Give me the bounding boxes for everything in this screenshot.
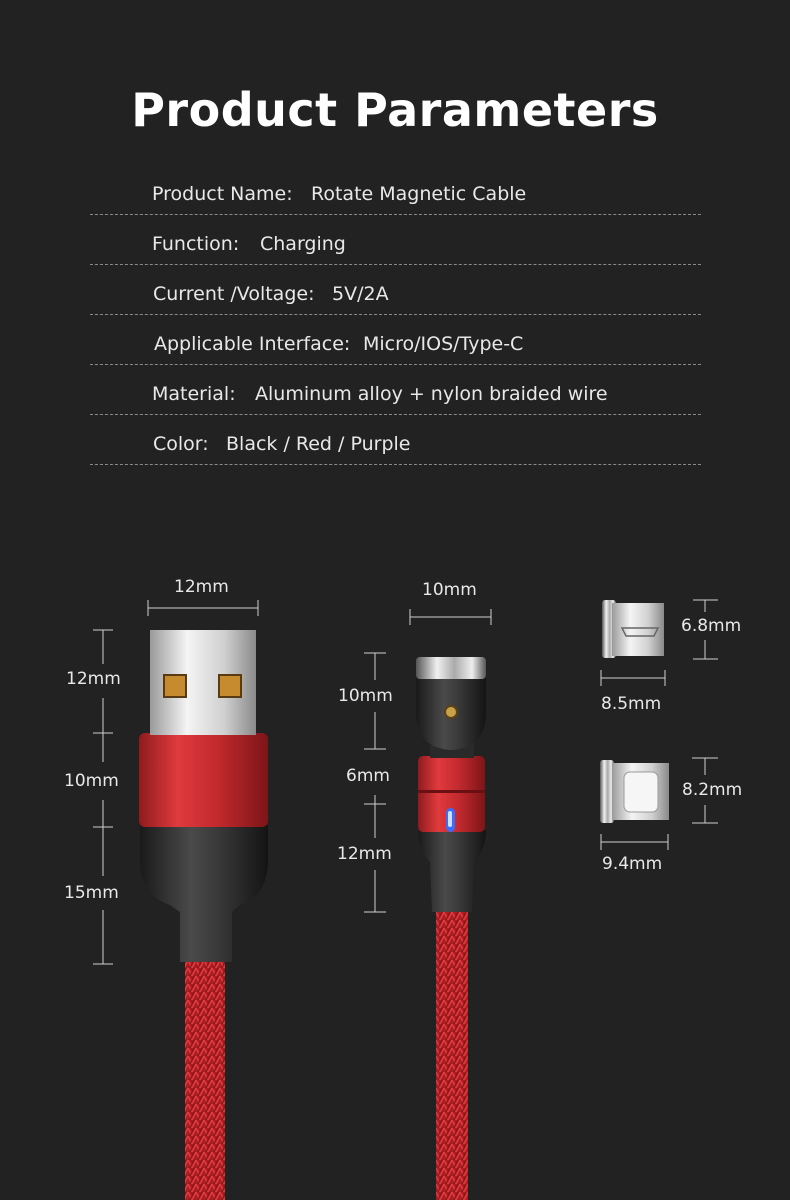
- head-pin: [444, 705, 458, 719]
- dim-usb-width: 12mm: [174, 577, 229, 597]
- usb-boot: [140, 825, 268, 962]
- micro-usb-tip: [602, 600, 664, 658]
- param-label: Material:: [152, 383, 236, 405]
- usb-contact-hole: [218, 674, 242, 698]
- head-boot: [418, 830, 486, 912]
- head-braided-cable: [436, 910, 468, 1200]
- dim-head-tip-height: 10mm: [338, 686, 393, 706]
- param-label: Current /Voltage:: [153, 283, 315, 305]
- param-label: Applicable Interface:: [154, 333, 351, 355]
- param-label: Function:: [152, 233, 240, 255]
- dim-micro-tip-height: 6.8mm: [681, 616, 742, 636]
- param-row-interface: Applicable Interface: Micro/IOS/Type-C: [90, 314, 701, 365]
- param-value: 5V/2A: [332, 283, 389, 305]
- micro-dimension-lines: [600, 599, 718, 686]
- param-value: Rotate Magnetic Cable: [311, 183, 527, 205]
- dim-usb-boot-height: 15mm: [64, 883, 119, 903]
- param-value: Micro/IOS/Type-C: [363, 333, 524, 355]
- param-row-current-voltage: Current /Voltage: 5V/2A: [90, 264, 701, 315]
- dim-head-boot-height: 12mm: [337, 844, 392, 864]
- param-value: Black / Red / Purple: [226, 433, 411, 455]
- dim-usb-sleeve-height: 10mm: [64, 771, 119, 791]
- param-row-function: Function: Charging: [90, 214, 701, 265]
- dim-micro-tip-width: 8.5mm: [601, 694, 662, 714]
- page-title: Product Parameters: [131, 83, 659, 137]
- param-value: Aluminum alloy + nylon braided wire: [255, 383, 608, 405]
- dim-head-neck-height: 6mm: [346, 766, 390, 786]
- param-row-material: Material: Aluminum alloy + nylon braided…: [90, 364, 701, 415]
- usb-contact-hole: [163, 674, 187, 698]
- dim-usb-plug-height: 12mm: [66, 669, 121, 689]
- param-label: Color:: [153, 433, 209, 455]
- dim-typec-tip-width: 9.4mm: [602, 854, 663, 874]
- typec-dimension-lines: [600, 757, 718, 850]
- param-value: Charging: [260, 233, 346, 255]
- head-red-sleeve: [418, 756, 485, 832]
- head-dimension-lines: [364, 609, 492, 913]
- usb-a-connector: [139, 630, 268, 1200]
- type-c-tip: [600, 760, 669, 823]
- param-row-color: Color: Black / Red / Purple: [90, 414, 701, 465]
- dim-typec-tip-height: 8.2mm: [682, 780, 743, 800]
- head-magnetic-tip: [416, 657, 486, 679]
- usb-dimension-lines: [93, 600, 259, 965]
- param-row-product-name: Product Name: Rotate Magnetic Cable: [90, 164, 701, 215]
- usb-braided-cable: [185, 960, 225, 1200]
- dim-head-width: 10mm: [422, 580, 477, 600]
- usb-red-sleeve: [139, 733, 268, 827]
- magnetic-head-connector: [416, 657, 486, 1200]
- param-label: Product Name:: [152, 183, 293, 205]
